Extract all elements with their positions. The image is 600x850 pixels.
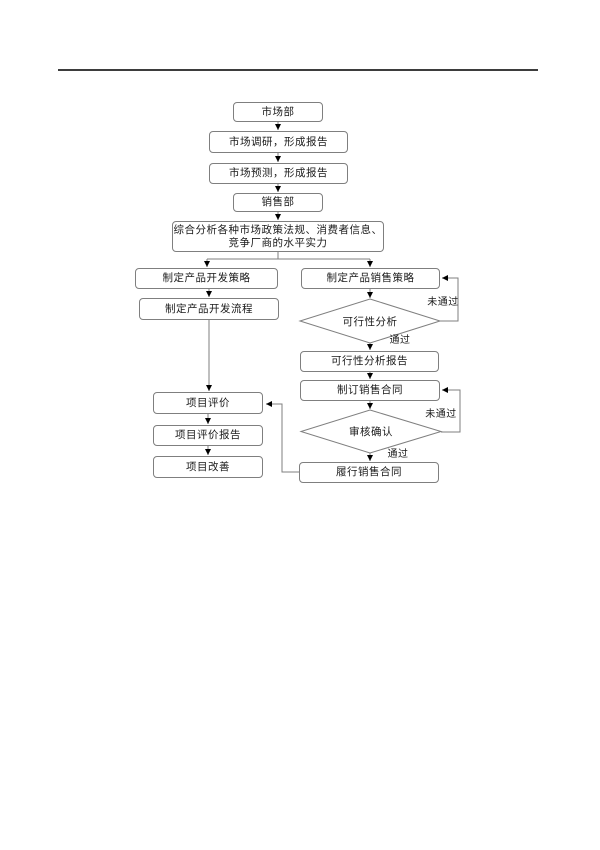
node-feasibility-analysis-label: 可行性分析 xyxy=(342,316,398,328)
node-draft-sales-contract: 制订销售合同 xyxy=(300,380,440,401)
node-project-evaluation-report: 项目评价报告 xyxy=(153,425,263,446)
node-project-improvement: 项目改善 xyxy=(153,456,263,478)
node-sales-dept: 销售部 xyxy=(233,193,323,212)
node-product-dev-process: 制定产品开发流程 xyxy=(139,298,279,320)
feedback-review-fail xyxy=(441,387,461,433)
edge-label-review-fail: 未通过 xyxy=(425,409,457,420)
node-market-research: 市场调研，形成报告 xyxy=(209,131,348,153)
node-comprehensive-analysis: 综合分析各种市场政策法规、消费者信息、 竞争厂商的水平实力 xyxy=(172,221,384,252)
page-divider-rule xyxy=(58,69,538,71)
node-product-dev-strategy: 制定产品开发策略 xyxy=(135,268,278,289)
node-feasibility-report: 可行性分析报告 xyxy=(300,351,439,372)
node-market-forecast: 市场预测，形成报告 xyxy=(209,163,348,184)
edge-label-feasibility-fail: 未通过 xyxy=(427,297,459,308)
feedback-feasibility-fail xyxy=(440,275,459,322)
connector-fulfill-to-evaluation xyxy=(266,401,299,473)
node-fulfill-sales-contract: 履行销售合同 xyxy=(299,462,439,483)
node-review-confirm-label: 审核确认 xyxy=(349,427,393,438)
edge-label-feasibility-pass: 通过 xyxy=(389,335,411,346)
feasibility-diamond-shape xyxy=(298,298,442,344)
edge-label-review-pass: 通过 xyxy=(387,449,409,460)
node-project-evaluation: 项目评价 xyxy=(153,392,263,414)
review-diamond-shape xyxy=(299,409,443,454)
node-product-sales-strategy: 制定产品销售策略 xyxy=(301,268,440,289)
node-marketing-dept: 市场部 xyxy=(233,102,323,122)
